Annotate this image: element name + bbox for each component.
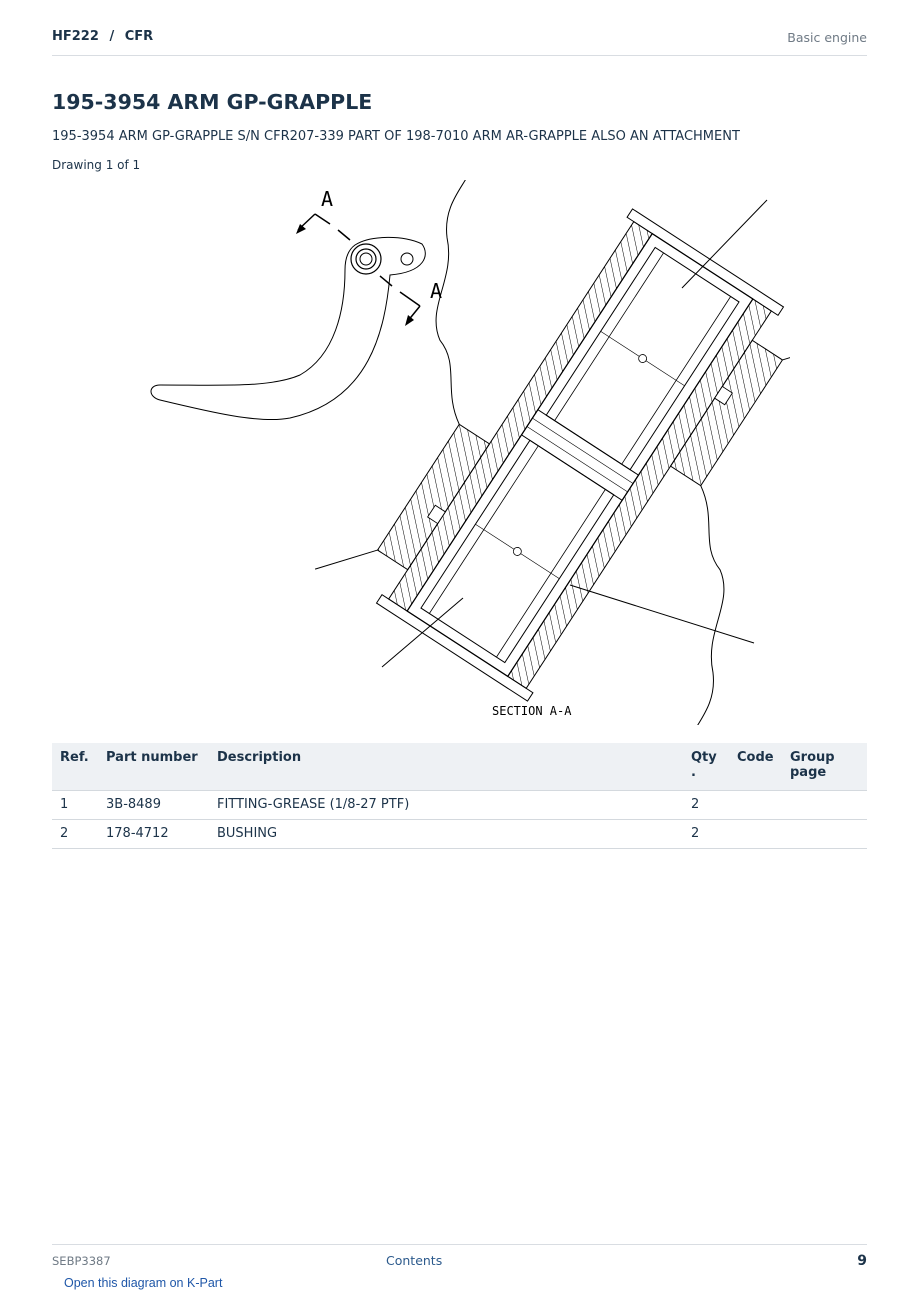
- page-footer: SEBP3387 Contents 9: [52, 1244, 867, 1269]
- col-header-code: Code: [729, 743, 782, 791]
- page-subtitle: 195-3954 ARM GP-GRAPPLE S/N CFR207-339 P…: [52, 129, 740, 144]
- col-header-group: Group: [790, 750, 835, 765]
- col-header-group-page: Group page: [782, 743, 867, 791]
- col-header-qty-dot: .: [691, 765, 696, 780]
- cell-ref: 2: [52, 819, 98, 849]
- page-title: 195-3954 ARM GP-GRAPPLE: [52, 90, 373, 114]
- parts-diagram: A A: [150, 180, 790, 725]
- contents-link[interactable]: Contents: [386, 1253, 443, 1268]
- breadcrumb: HF222 / CFR: [52, 29, 153, 44]
- leader-line-top: [681, 199, 768, 289]
- cell-qty: 2: [683, 790, 729, 820]
- page-number: 9: [857, 1253, 867, 1269]
- section-marker-bottom: A: [430, 279, 442, 303]
- arm-outline: [150, 236, 426, 421]
- cell-qty: 2: [683, 819, 729, 849]
- section-cut-line: [297, 213, 421, 323]
- section-label: Basic engine: [787, 30, 867, 45]
- leader-line-fitting: [569, 584, 755, 644]
- arm-pivot-outer: [350, 243, 382, 275]
- section-view: [314, 180, 790, 725]
- cell-part-number: 3B-8489: [98, 790, 209, 820]
- arm-pivot-core: [359, 252, 373, 266]
- cell-description: BUSHING: [209, 819, 683, 849]
- parts-table: Ref. Part number Description Qty . Code …: [52, 743, 867, 849]
- col-header-ref: Ref.: [52, 743, 98, 791]
- arm-hole: [400, 252, 414, 266]
- section-caption: SECTION A-A: [492, 704, 572, 718]
- col-header-qty-label: Qty: [691, 750, 717, 765]
- col-header-description: Description: [209, 743, 683, 791]
- col-header-part-number: Part number: [98, 743, 209, 791]
- document-id: SEBP3387: [52, 1254, 111, 1268]
- breadcrumb-separator: /: [109, 29, 115, 44]
- cell-group-page: [782, 790, 867, 820]
- arm-pivot-inner: [355, 248, 377, 270]
- leader-line-bottom: [381, 597, 464, 668]
- page-header: HF222 / CFR Basic engine: [52, 28, 867, 56]
- section-arrow-top: [296, 224, 306, 234]
- cell-group-page: [782, 819, 867, 849]
- table-row: 2 178-4712 BUSHING 2: [52, 819, 867, 849]
- drawing-count: Drawing 1 of 1: [52, 158, 141, 172]
- cell-description: FITTING-GREASE (1/8-27 PTF): [209, 790, 683, 820]
- cell-ref: 1: [52, 790, 98, 820]
- cell-part-number: 178-4712: [98, 819, 209, 849]
- cell-code: [729, 790, 782, 820]
- parts-table-wrapper: Ref. Part number Description Qty . Code …: [52, 743, 867, 849]
- col-header-page: page: [790, 765, 827, 780]
- kpart-diagram-link[interactable]: Open this diagram on K-Part: [64, 1276, 223, 1290]
- col-header-qty: Qty .: [683, 743, 729, 791]
- breadcrumb-model: HF222: [52, 29, 99, 44]
- section-arrow-bottom: [405, 315, 414, 326]
- section-marker-top: A: [321, 187, 333, 211]
- cell-code: [729, 819, 782, 849]
- table-header-row: Ref. Part number Description Qty . Code …: [52, 743, 867, 791]
- breadcrumb-serial: CFR: [124, 29, 154, 44]
- table-row: 1 3B-8489 FITTING-GREASE (1/8-27 PTF) 2: [52, 790, 867, 820]
